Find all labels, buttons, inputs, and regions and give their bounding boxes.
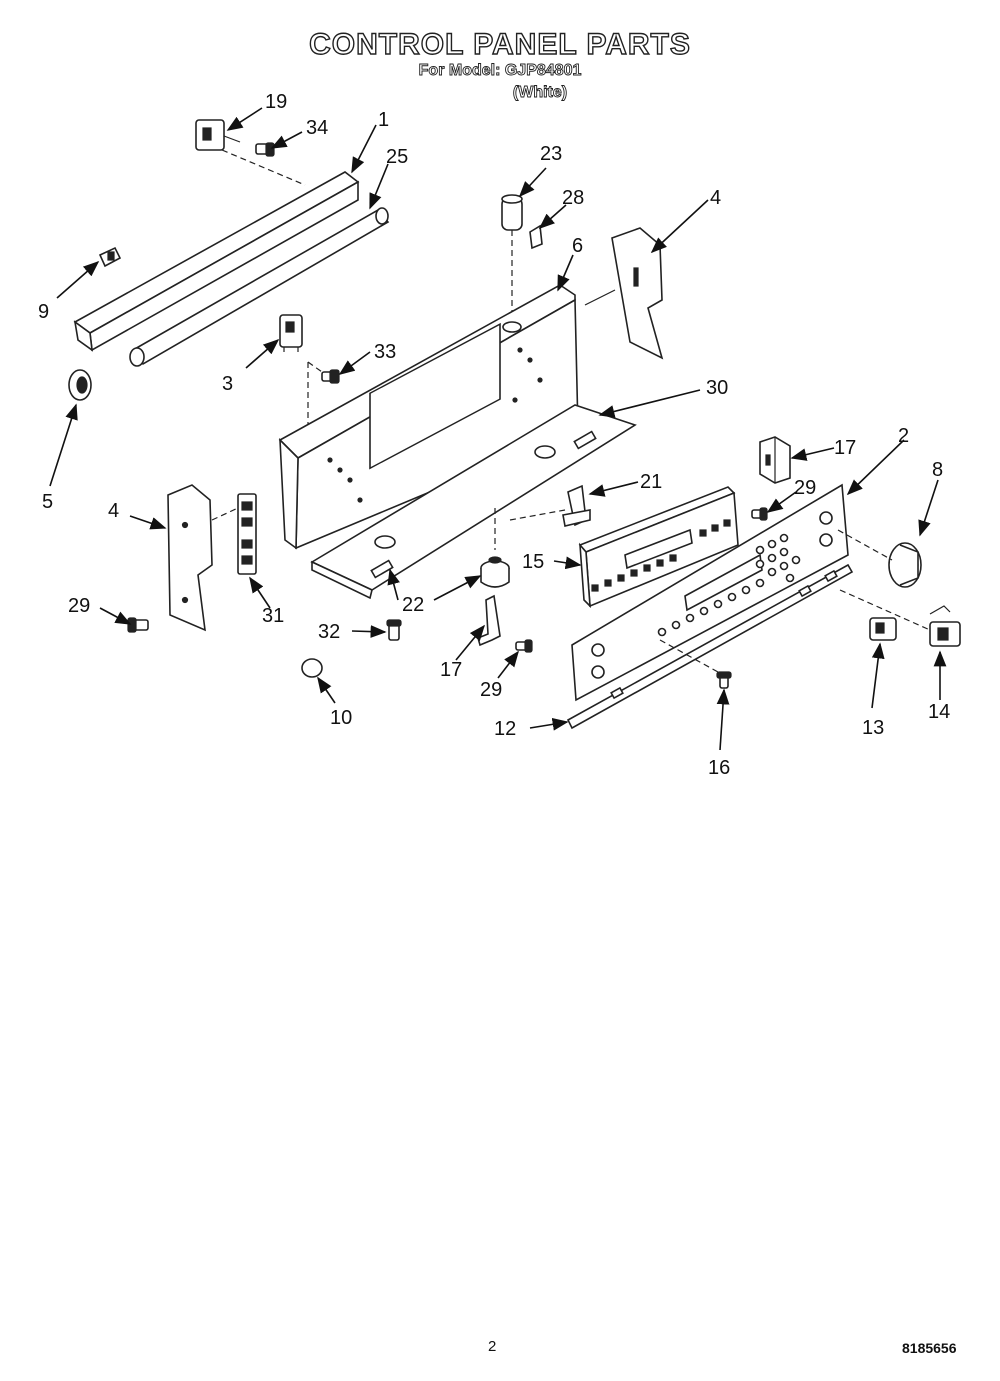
callout-2: 2	[898, 425, 909, 447]
callout-15: 15	[522, 551, 544, 573]
leader-arrows	[49, 107, 947, 751]
guide-line	[584, 289, 616, 306]
part-16-screw	[716, 671, 732, 689]
part-13-switch	[869, 617, 897, 641]
part-34-screw	[255, 142, 275, 157]
callout-17-upper: 17	[834, 437, 856, 459]
part-25-fluorescent-tube	[129, 207, 390, 367]
part-15-control-board	[578, 486, 739, 609]
callout-1: 1	[378, 109, 389, 131]
part-6-control-bracket	[278, 284, 579, 550]
guide-line	[837, 529, 893, 561]
part-30-shield-plate	[310, 404, 637, 600]
callout-31: 31	[262, 605, 284, 627]
callout-8: 8	[932, 459, 943, 481]
guide-line	[221, 149, 306, 186]
callout-19: 19	[265, 91, 287, 113]
callout-10: 10	[330, 707, 352, 729]
part-22-buzzer	[480, 556, 510, 588]
part-4-left-side-panel	[167, 484, 213, 632]
guide-line	[307, 361, 323, 430]
callout-12: 12	[494, 718, 516, 740]
model-line: For Model: GJP84801	[418, 62, 582, 80]
callout-25: 25	[386, 146, 408, 168]
callout-13: 13	[862, 717, 884, 739]
part-10-grommet	[301, 658, 323, 678]
part-8-knob	[888, 542, 922, 588]
part-29-screw-upper	[751, 507, 768, 521]
callout-4-right: 4	[710, 187, 721, 209]
page-number: 2	[488, 1338, 497, 1355]
part-12-trim-strip	[566, 563, 854, 730]
callout-32: 32	[318, 621, 340, 643]
callout-22: 22	[402, 594, 424, 616]
callout-23: 23	[540, 143, 562, 165]
part-4-right-side-panel	[611, 227, 664, 360]
document-number: 8185656	[902, 1340, 957, 1356]
part-19-lamp-socket	[195, 119, 241, 151]
part-23-capacitor	[501, 194, 523, 231]
guide-line	[509, 509, 566, 521]
part-17-bracket-lower	[477, 594, 501, 647]
callout-17-lower: 17	[440, 659, 462, 681]
guide-line	[659, 639, 719, 673]
callout-30: 30	[706, 377, 728, 399]
callout-28: 28	[562, 187, 584, 209]
callout-29-lower: 29	[480, 679, 502, 701]
part-17-bracket-upper	[759, 436, 791, 484]
callout-33: 33	[374, 341, 396, 363]
part-1-lens	[73, 171, 360, 352]
callout-6: 6	[572, 235, 583, 257]
part-9-clip	[98, 246, 122, 268]
part-21-bracket	[562, 484, 591, 527]
part-3-switch	[279, 314, 303, 352]
guide-line	[211, 507, 239, 521]
callout-14: 14	[928, 701, 950, 723]
color-line: (White)	[512, 84, 568, 102]
callout-9: 9	[38, 301, 49, 323]
page-title: CONTROL PANEL PARTS	[308, 27, 691, 61]
part-28-clip	[529, 224, 543, 250]
callout-34: 34	[306, 117, 328, 139]
part-33-screw	[321, 369, 340, 384]
callout-21: 21	[640, 471, 662, 493]
part-29-screw-lower	[515, 639, 533, 653]
part-29-screw-left	[127, 617, 149, 633]
callout-3: 3	[222, 373, 233, 395]
callout-4-left: 4	[108, 500, 119, 522]
callout-29-upper: 29	[794, 477, 816, 499]
part-2-control-panel-face	[571, 483, 849, 702]
callout-16: 16	[708, 757, 730, 779]
callout-29-left: 29	[68, 595, 90, 617]
part-31-connector-strip	[237, 493, 257, 575]
keypad-buttons	[657, 533, 801, 637]
part-32-screw	[386, 619, 402, 641]
part-14-switch	[929, 605, 961, 647]
guide-line	[839, 589, 931, 631]
callout-5: 5	[42, 491, 53, 513]
part-5-grommet	[68, 369, 92, 401]
